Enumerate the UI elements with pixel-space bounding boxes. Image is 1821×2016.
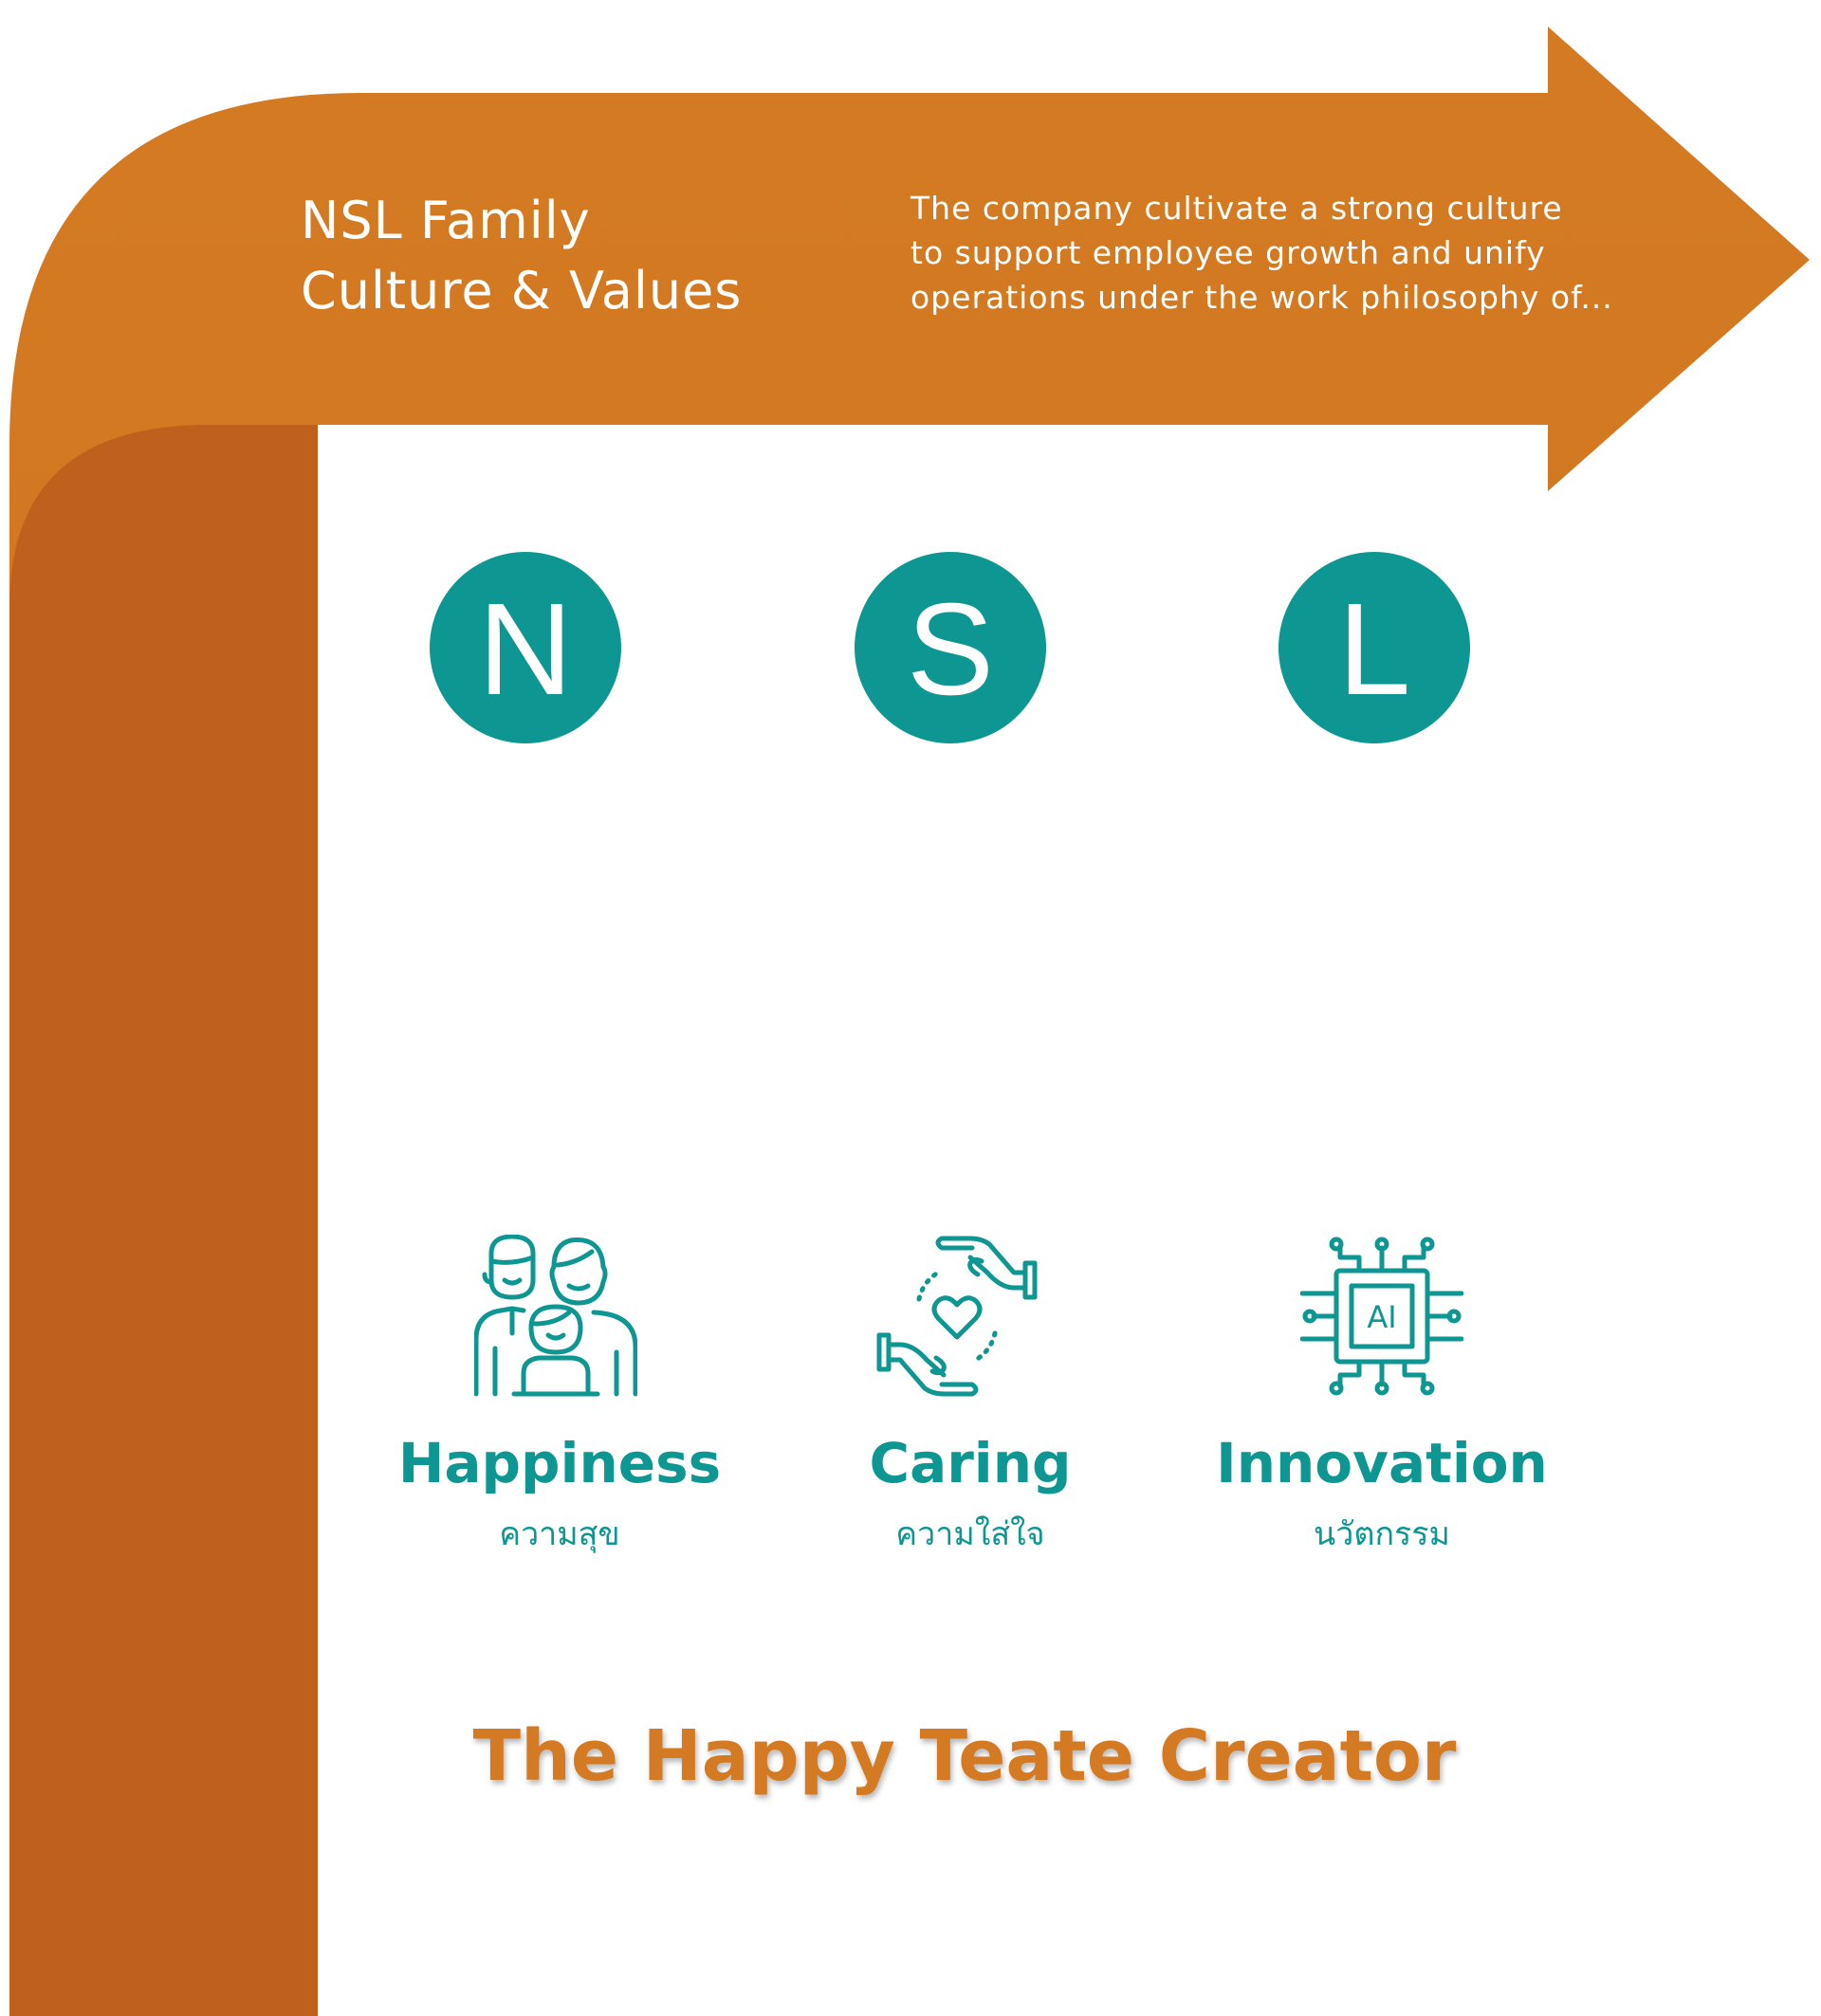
letter-circle-n: N [430,552,621,743]
letter-n: N [478,577,573,723]
value-subtitle-happiness: ความสุข [499,1515,620,1553]
letter-s: S [906,577,995,723]
description-line-2: to support employee growth and unify [910,234,1546,271]
letter-l: L [1337,577,1411,723]
caring-hands-heart-icon [876,1236,1038,1397]
letter-circle-s: S [855,552,1046,743]
section-title: NSL Family Culture & Values [301,186,832,326]
value-title-caring: Caring [869,1431,1072,1495]
value-subtitle-innovation: นวัตกรรม [1314,1515,1450,1553]
svg-text:AI: AI [1367,1299,1396,1335]
value-title-happiness: Happiness [397,1431,722,1495]
description-line-1: The company cultivate a strong culture [910,190,1563,227]
title-line-1: NSL Family [301,191,591,250]
letter-circle-l: L [1278,552,1470,743]
title-line-2: Culture & Values [301,261,743,321]
description: The company cultivate a strong culture t… [910,186,1660,320]
ai-chip-icon: AI [1300,1237,1463,1396]
slogan: The Happy Teate Creator [472,1715,1457,1797]
value-title-innovation: Innovation [1216,1431,1548,1495]
family-icon [474,1235,637,1397]
vertical-band [9,425,318,2016]
description-line-3: operations under the work philosophy of.… [910,279,1613,316]
value-subtitle-caring: ความใส่ใจ [895,1515,1045,1553]
